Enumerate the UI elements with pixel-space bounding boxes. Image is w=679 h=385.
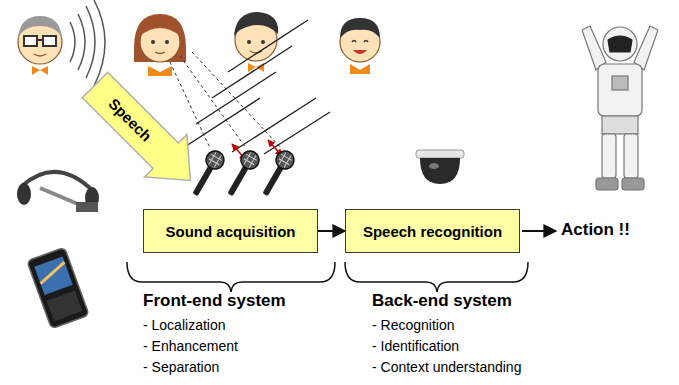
list-item: - Localization [143, 318, 226, 333]
bracket [345, 262, 528, 292]
listener-face [134, 14, 186, 76]
output-label: Action !! [561, 221, 630, 240]
robot-figure [582, 26, 658, 190]
camera-icon [416, 150, 464, 184]
headset-icon [17, 172, 99, 212]
speaker-face [18, 0, 105, 86]
wavefront-line [180, 20, 330, 154]
box-label: Speech recognition [363, 223, 502, 240]
process-box: Speech recognition [345, 209, 520, 253]
mobile-phone [27, 247, 89, 328]
box-label: Sound acquisition [166, 223, 296, 240]
listener-face [340, 18, 380, 74]
list-item: - Recognition [372, 318, 455, 333]
group-heading: Front-end system [143, 292, 286, 311]
list-item: - Enhancement [143, 339, 238, 354]
speech-arrow [74, 64, 212, 202]
propagation-line [170, 52, 281, 148]
bracket [127, 262, 335, 292]
action-arrow [522, 230, 556, 232]
listener-face [234, 12, 278, 72]
list-item: - Context understanding [372, 360, 521, 375]
microphone [187, 148, 297, 199]
flow-arrow [318, 230, 345, 232]
list-item: - Separation [143, 360, 219, 375]
group-heading: Back-end system [372, 292, 512, 311]
list-item: - Identification [372, 339, 459, 354]
process-box: Sound acquisition [143, 209, 318, 253]
